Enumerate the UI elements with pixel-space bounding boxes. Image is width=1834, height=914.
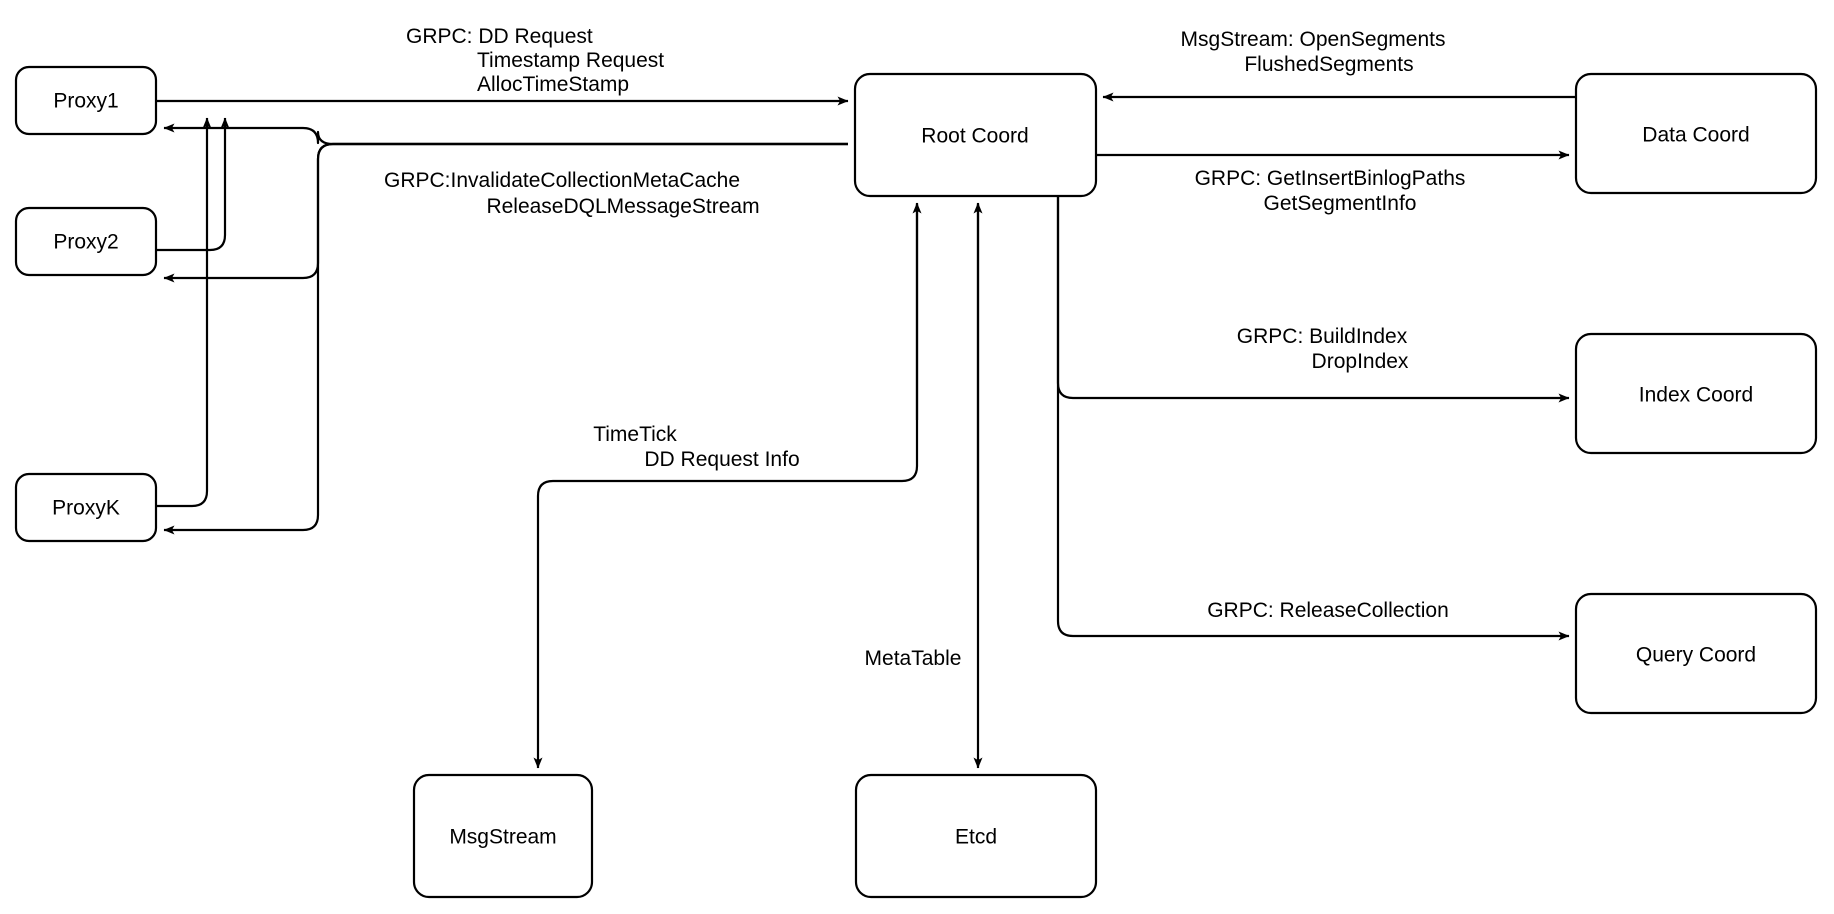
node-etcd-label: Etcd	[955, 826, 997, 849]
node-msgstream[interactable]: MsgStream	[412, 773, 594, 899]
node-proxy2[interactable]: Proxy2	[14, 206, 158, 277]
edge-label-line: Timestamp Request	[477, 49, 664, 72]
edge-rootcoord-to-proxy1	[163, 123, 848, 146]
edge-layer	[156, 92, 1576, 769]
edge-label-line: GRPC: DD Request	[406, 25, 593, 48]
node-proxyk[interactable]: ProxyK	[14, 472, 158, 543]
node-proxy1-label: Proxy1	[53, 90, 118, 113]
edge-label-proxy-to-root: GRPC: DD Request Timestamp Request Alloc…	[406, 25, 664, 96]
edge-label-root-to-msgstream: TimeTick DD Request Info	[593, 423, 799, 471]
edge-label-line: GRPC:InvalidateCollectionMetaCache	[384, 169, 740, 192]
node-querycoord-box[interactable]	[1574, 592, 1818, 715]
edge-label-line: GetSegmentInfo	[1264, 192, 1417, 215]
node-indexcoord[interactable]: Index Coord	[1574, 332, 1818, 455]
edge-label-line: FlushedSegments	[1244, 53, 1413, 76]
node-proxyk-label: ProxyK	[52, 497, 120, 520]
edge-proxy2-to-rootcoord	[156, 117, 230, 252]
edge-label-root-to-proxy: GRPC:InvalidateCollectionMetaCache Relea…	[384, 169, 760, 218]
edge-rootcoord-to-proxyk	[163, 142, 848, 535]
node-proxy1[interactable]: Proxy1	[14, 65, 158, 136]
node-rootcoord[interactable]: Root Coord	[853, 72, 1098, 198]
edge-label-line: ReleaseDQLMessageStream	[486, 195, 759, 218]
node-etcd[interactable]: Etcd	[854, 773, 1098, 899]
node-rootcoord-label: Root Coord	[921, 125, 1028, 148]
edge-rootcoord-to-msgstream	[533, 204, 919, 769]
edge-label-line: DropIndex	[1312, 350, 1409, 373]
node-indexcoord-label: Index Coord	[1639, 384, 1753, 407]
node-proxy1-box[interactable]	[14, 65, 158, 136]
edge-label-datacoord-to-root: MsgStream: OpenSegments FlushedSegments	[1181, 28, 1446, 76]
node-etcd-box[interactable]	[854, 773, 1098, 899]
node-msgstream-label: MsgStream	[449, 826, 556, 849]
node-proxy2-label: Proxy2	[53, 231, 118, 254]
edge-label-line: DD Request Info	[644, 448, 799, 471]
node-layer: Proxy1 Proxy2 ProxyK Root Coord Data Coo…	[14, 65, 1818, 899]
edge-label-line: AllocTimeStamp	[477, 73, 629, 96]
edge-label-line: MsgStream: OpenSegments	[1181, 28, 1446, 51]
edge-label-layer: GRPC: DD Request Timestamp Request Alloc…	[384, 25, 1465, 670]
node-datacoord-box[interactable]	[1574, 72, 1818, 195]
edge-label-root-to-etcd: MetaTable	[865, 647, 962, 670]
edge-proxyk-to-rootcoord	[156, 117, 212, 508]
edge-label-line: GRPC: GetInsertBinlogPaths	[1195, 167, 1466, 190]
edge-label-line: MetaTable	[865, 647, 962, 670]
node-msgstream-box[interactable]	[412, 773, 594, 899]
node-rootcoord-box[interactable]	[853, 72, 1098, 198]
edge-label-line: GRPC: BuildIndex	[1237, 325, 1408, 348]
node-datacoord[interactable]: Data Coord	[1574, 72, 1818, 195]
edge-rootcoord-to-querycoord	[1056, 196, 1570, 641]
node-querycoord[interactable]: Query Coord	[1574, 592, 1818, 715]
node-querycoord-label: Query Coord	[1636, 644, 1756, 667]
edge-label-root-to-indexcoord: GRPC: BuildIndex DropIndex	[1237, 325, 1409, 373]
node-datacoord-label: Data Coord	[1642, 124, 1749, 147]
node-indexcoord-box[interactable]	[1574, 332, 1818, 455]
node-proxyk-box[interactable]	[14, 472, 158, 543]
edge-label-root-to-querycoord: GRPC: ReleaseCollection	[1207, 599, 1449, 622]
edge-label-line: TimeTick	[593, 423, 677, 446]
edge-label-line: GRPC: ReleaseCollection	[1207, 599, 1449, 622]
node-proxy2-box[interactable]	[14, 206, 158, 277]
edge-label-root-to-datacoord: GRPC: GetInsertBinlogPaths GetSegmentInf…	[1195, 167, 1466, 215]
